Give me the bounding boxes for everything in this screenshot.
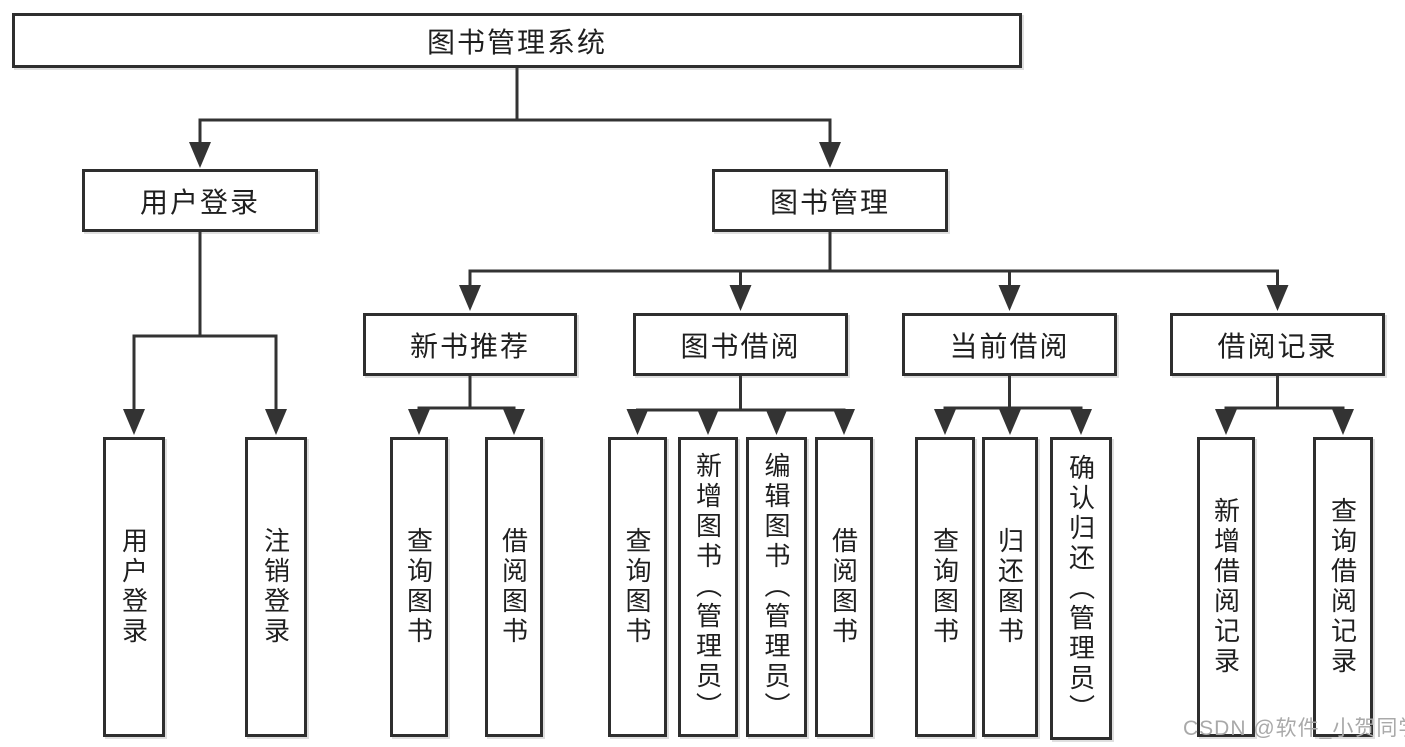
connector-root-to-level1: [198, 66, 832, 150]
arrowhead: [1215, 409, 1237, 435]
node-current-borrow: 当前借阅: [902, 313, 1117, 376]
arrowhead: [1332, 409, 1354, 435]
arrowhead: [697, 409, 719, 435]
arrowhead: [819, 142, 841, 168]
arrowhead: [999, 409, 1021, 435]
connector-book-borrow-to-leaves: [636, 376, 846, 416]
arrowhead: [934, 409, 956, 435]
arrowhead: [503, 409, 525, 435]
arrowhead: [265, 409, 287, 435]
leaf-borrow-books-recommend: 借阅图书: [485, 437, 543, 737]
connector-user-login-to-leaves: [132, 232, 278, 412]
leaf-logout: 注销登录: [245, 437, 307, 737]
node-library-management-system: 图书管理系统: [12, 13, 1022, 68]
arrowhead: [626, 409, 649, 435]
leaf-query-borrow-record: 查询借阅记录: [1313, 437, 1373, 737]
arrowhead: [729, 285, 752, 311]
leaf-edit-book-admin: 编辑图书（管理员）: [746, 437, 807, 737]
node-borrow-records: 借阅记录: [1170, 313, 1385, 376]
leaf-query-books-recommend: 查询图书: [390, 437, 448, 737]
node-new-book-recommend: 新书推荐: [363, 313, 577, 376]
arrowhead: [998, 285, 1021, 311]
leaf-add-borrow-record: 新增借阅记录: [1197, 437, 1255, 737]
leaf-return-books: 归还图书: [982, 437, 1038, 737]
leaf-borrow-books: 借阅图书: [815, 437, 873, 737]
leaf-query-books-current: 查询图书: [915, 437, 975, 737]
arrowhead: [408, 409, 430, 435]
arrowhead: [765, 409, 788, 435]
arrowhead: [1070, 409, 1092, 435]
connector-borrow-records-to-leaves: [1224, 376, 1345, 416]
node-user-login: 用户登录: [82, 169, 318, 232]
arrowhead: [833, 409, 855, 435]
leaf-add-book-admin: 新增图书（管理员）: [678, 437, 738, 737]
arrowhead: [459, 285, 481, 311]
leaf-query-books-borrow: 查询图书: [608, 437, 667, 737]
connector-book-management-to-level3: [468, 232, 1279, 292]
arrowheads: [123, 142, 1354, 435]
arrowhead: [1266, 285, 1289, 311]
node-book-management: 图书管理: [712, 169, 948, 232]
leaf-user-login: 用户登录: [103, 437, 165, 737]
csdn-watermark: CSDN @软件_小贺同学: [1183, 717, 1405, 740]
node-book-borrow: 图书借阅: [633, 313, 848, 376]
arrowhead: [189, 142, 211, 168]
connector-new-book-recommend-to-leaves: [417, 376, 516, 416]
arrowhead: [123, 409, 145, 435]
leaf-confirm-return-admin: 确认归还（管理员）: [1050, 437, 1112, 740]
